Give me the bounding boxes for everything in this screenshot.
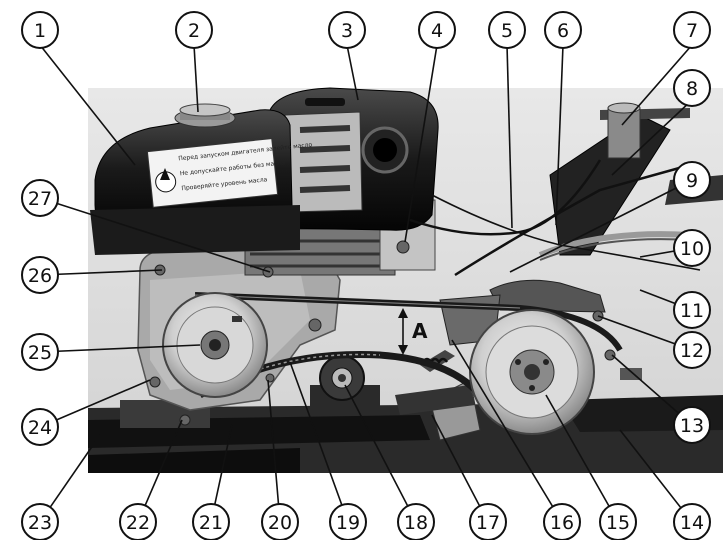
callout-4: 4 [418,11,456,49]
svg-text:19: 19 [336,512,360,534]
svg-text:15: 15 [606,512,630,534]
callout-24: 24 [21,408,59,446]
callout-18: 18 [397,503,435,540]
svg-text:22: 22 [126,512,150,534]
callout-5: 5 [488,11,526,49]
svg-text:5: 5 [501,20,513,42]
driven-pulley [469,309,595,435]
svg-text:24: 24 [28,417,52,439]
svg-text:21: 21 [199,512,223,534]
engine-shroud [264,87,439,231]
callout-9: 9 [673,161,711,199]
callout-17: 17 [469,503,507,540]
svg-text:11: 11 [680,300,704,322]
svg-text:10: 10 [680,238,704,260]
svg-text:2: 2 [188,20,200,42]
dimension-a-label: A [412,319,428,343]
callout-10: 10 [673,229,711,267]
callout-20: 20 [261,503,299,540]
svg-text:27: 27 [28,188,52,210]
svg-text:14: 14 [680,512,704,534]
control-cables [409,159,701,277]
svg-text:1: 1 [34,20,46,42]
callout-11: 11 [673,291,711,329]
engine-pulley [162,292,268,398]
callout-26: 26 [21,256,59,294]
callout-1: 1 [21,11,59,49]
svg-text:13: 13 [680,415,704,437]
svg-text:3: 3 [341,20,353,42]
callout-6: 6 [544,11,582,49]
fuel-cap [174,103,236,128]
callout-12: 12 [673,331,711,369]
callout-25: 25 [21,333,59,371]
callout-3: 3 [328,11,366,49]
callout-27: 27 [21,179,59,217]
callout-15: 15 [599,503,637,540]
idler-roller [310,355,380,415]
callout-16: 16 [543,503,581,540]
svg-text:12: 12 [680,340,704,362]
dimension-a: A [398,308,428,355]
callout-19: 19 [329,503,367,540]
svg-text:16: 16 [550,512,574,534]
callout-2: 2 [175,11,213,49]
svg-text:25: 25 [28,342,52,364]
svg-text:9: 9 [686,170,698,192]
callout-22: 22 [119,503,157,540]
svg-text:18: 18 [404,512,428,534]
svg-text:20: 20 [268,512,292,534]
callout-21: 21 [192,503,230,540]
fuel-tank: Перед запуском двигателя залейте масло Н… [90,109,313,255]
svg-text:26: 26 [28,265,52,287]
callout-14: 14 [673,503,711,540]
callout-13: 13 [673,406,711,444]
svg-text:17: 17 [476,512,500,534]
svg-text:4: 4 [431,20,443,42]
svg-text:6: 6 [557,20,569,42]
svg-text:7: 7 [686,20,698,42]
callout-7: 7 [673,11,711,49]
callout-8: 8 [673,69,711,107]
svg-text:8: 8 [686,78,698,100]
svg-text:23: 23 [28,512,52,534]
callout-23: 23 [21,503,59,540]
